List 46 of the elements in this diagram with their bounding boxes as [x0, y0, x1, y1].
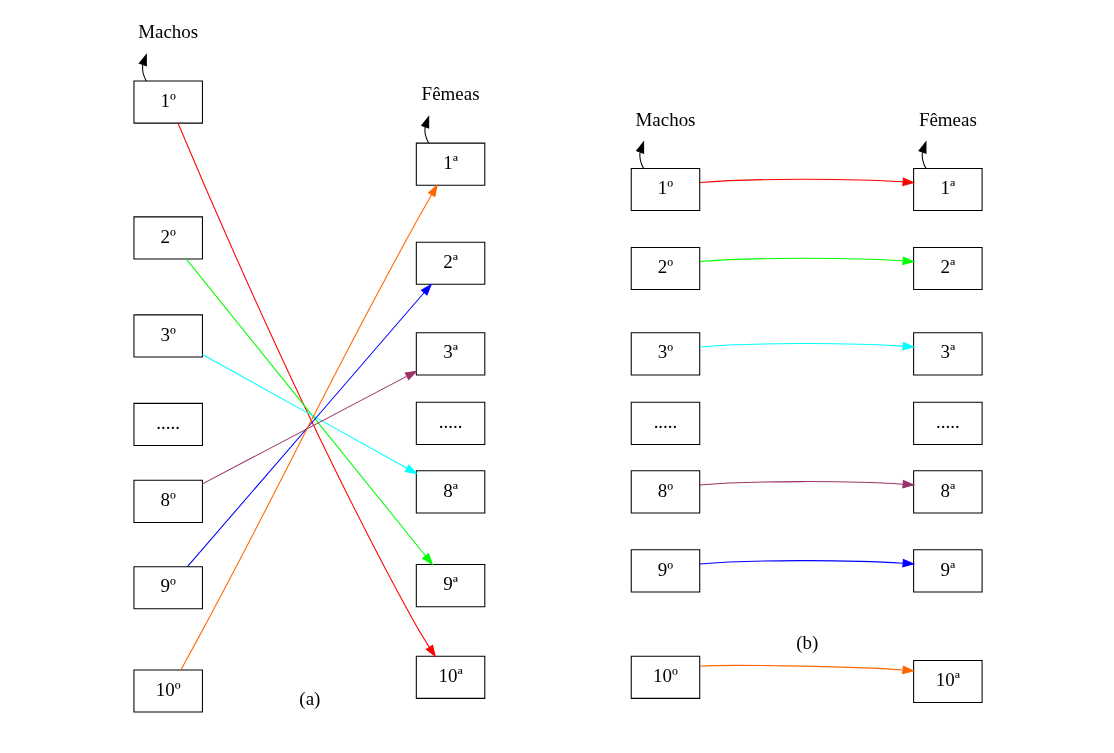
node-box: 1º [132, 80, 203, 124]
node-box: 8ª [912, 470, 983, 514]
node-text: Fêmeas [918, 108, 977, 130]
node-box: 10º [132, 669, 203, 713]
node-text: Fêmeas [421, 83, 480, 105]
arrow [137, 53, 147, 82]
arrow [917, 140, 926, 169]
node-box: 2º [132, 216, 203, 260]
label: (a) [298, 688, 320, 710]
node-box: 3ª [415, 332, 485, 376]
arrow [635, 140, 644, 169]
node-box: 8º [132, 479, 203, 523]
node-box: ..... [415, 401, 485, 445]
node-box: ..... [132, 402, 203, 447]
node-box: 2ª [912, 246, 983, 291]
arrow [698, 479, 915, 489]
arrow [698, 256, 915, 266]
node-box: 9º [132, 566, 203, 610]
label: (b) [795, 632, 818, 654]
node-box: 1º [630, 167, 700, 212]
arrow [201, 370, 418, 485]
node-box: 8º [630, 470, 700, 514]
node-box: 9ª [415, 564, 485, 608]
node-box: 2º [630, 246, 700, 291]
node-box: 10ª [415, 655, 485, 699]
node-box: 3º [132, 314, 203, 358]
arrow [698, 341, 915, 351]
arrow [699, 664, 915, 675]
arrow [201, 353, 418, 475]
node-box: ..... [912, 401, 983, 445]
node-box: 10º [630, 655, 700, 699]
node-box: 3º [630, 332, 700, 376]
arrow [420, 115, 429, 144]
arrow [698, 177, 915, 187]
node-box: 1ª [415, 142, 485, 186]
node-box: 2ª [415, 241, 485, 285]
node-box: 10ª [912, 659, 983, 704]
node-text: Machos [634, 108, 695, 130]
node-box: 1ª [912, 167, 983, 212]
arrow [698, 558, 915, 568]
node-box: ..... [630, 401, 700, 445]
node-box: 3ª [912, 332, 983, 376]
node-text: Machos [137, 21, 198, 43]
node-box: 8ª [415, 470, 485, 514]
node-box: 9ª [912, 549, 983, 593]
node-box: 9º [630, 549, 700, 593]
